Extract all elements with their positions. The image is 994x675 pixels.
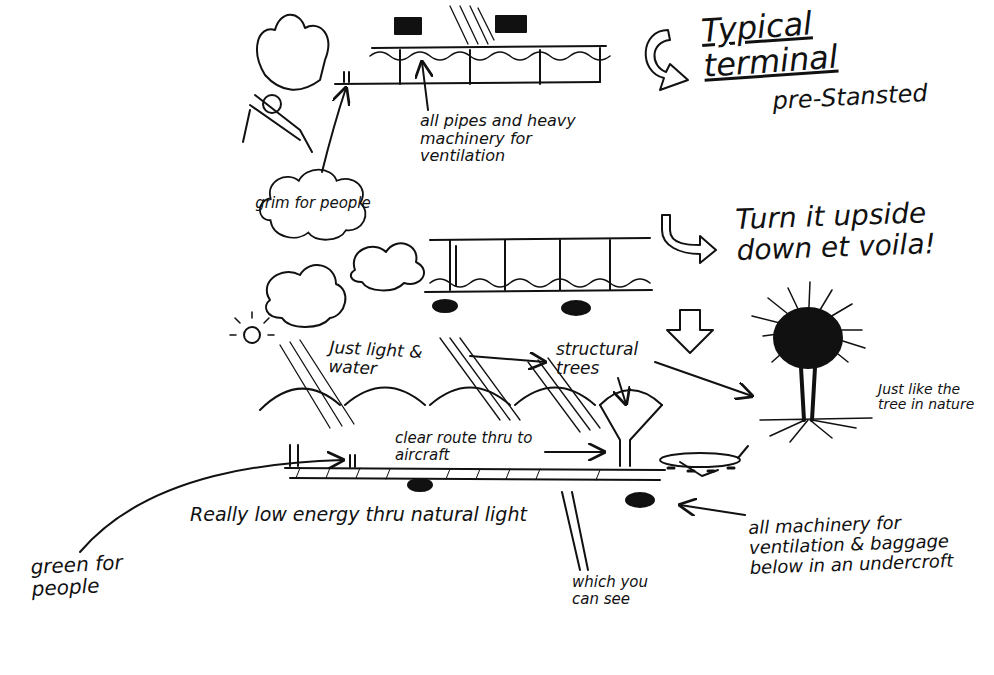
handwritten-note: Turn it upside down et voila! [735, 196, 982, 266]
wrist-cuff [243, 95, 312, 152]
handwritten-note: Just like the tree in nature [878, 382, 990, 413]
tree-roots [760, 418, 872, 442]
roof-machinery [395, 18, 421, 34]
handwritten-note: clear route thru to aircraft [395, 430, 545, 463]
turn-arrow [662, 215, 716, 263]
aircraft-body [660, 453, 740, 467]
person [344, 72, 349, 82]
down-arrow [667, 310, 713, 353]
handwritten-note: green for people [30, 551, 127, 600]
hand [257, 15, 328, 90]
leader-arrow [545, 451, 604, 453]
ducting-wave [370, 52, 610, 60]
handwritten-note: all pipes and heavy machinery for ventil… [420, 112, 595, 165]
leader-arrow [322, 88, 346, 172]
machinery-blob [562, 301, 590, 315]
cloud-text: grim for people [254, 166, 372, 240]
machinery-blob [433, 300, 457, 312]
roof-machinery [496, 16, 526, 32]
roof-hatching [450, 6, 494, 44]
aircraft-engines [668, 468, 734, 471]
person [350, 455, 355, 467]
tree-trunk [800, 350, 816, 420]
leader-arrow [470, 356, 545, 362]
ear-curve-arrow [646, 30, 688, 90]
floor-line [425, 290, 652, 292]
machinery-blob [408, 479, 432, 491]
structural-tree [600, 405, 662, 466]
leader-line [562, 492, 588, 570]
ground-line [285, 468, 665, 480]
bush [266, 265, 345, 327]
column [400, 48, 600, 84]
handwritten-note: pre-Stansted [772, 78, 973, 115]
handwritten-note: structural trees [556, 340, 656, 377]
sun-rays [230, 312, 274, 335]
inverted-roof [430, 238, 650, 240]
leader-arrow [618, 378, 626, 404]
light-rays [280, 338, 600, 432]
handwritten-note: Really low energy thru natural light [190, 504, 620, 525]
handwritten-note: which you can see [572, 574, 652, 607]
tree-crown-spikes [752, 282, 865, 362]
floor-line [335, 82, 600, 84]
bush [351, 243, 424, 290]
sketch-title: Typical terminal [700, 0, 934, 84]
wrist-watch [263, 95, 281, 113]
ground-hatch [296, 468, 600, 480]
leader-arrow [422, 62, 428, 110]
roof-line [372, 46, 606, 48]
cloud-bubble: grim for people [254, 166, 372, 240]
ducting-wave [430, 279, 650, 287]
leader-arrow [680, 505, 745, 515]
sun [244, 327, 260, 343]
handwritten-note: Just light & water [328, 338, 450, 382]
machinery-blob [626, 493, 654, 507]
handwritten-note: all machinery for ventilation & baggage … [748, 510, 986, 578]
leader-arrow [655, 362, 752, 396]
